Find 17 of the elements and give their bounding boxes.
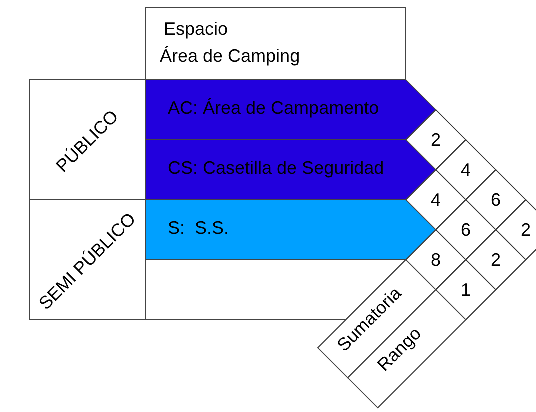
zone-box	[30, 80, 146, 200]
row-label: CS: Casetilla de Seguridad	[168, 159, 384, 179]
row-label: S: S.S.	[168, 219, 230, 239]
row-label: Espacio	[164, 20, 228, 40]
matrix-value: 6	[491, 191, 501, 209]
matrix-value: 6	[461, 221, 471, 239]
row-label: Área de Camping	[160, 47, 300, 67]
matrix-value: 2	[521, 221, 531, 239]
matrix-value: 4	[431, 191, 441, 209]
matrix-value: 2	[491, 251, 501, 269]
matrix-value: 2	[431, 131, 441, 149]
header-box	[146, 8, 406, 80]
matrix-value: 4	[461, 161, 471, 179]
zone-box	[30, 200, 146, 320]
row-label: AC: Área de Campamento	[168, 99, 380, 119]
matrix-value: 1	[461, 281, 471, 299]
matrix-value: 8	[431, 251, 441, 269]
